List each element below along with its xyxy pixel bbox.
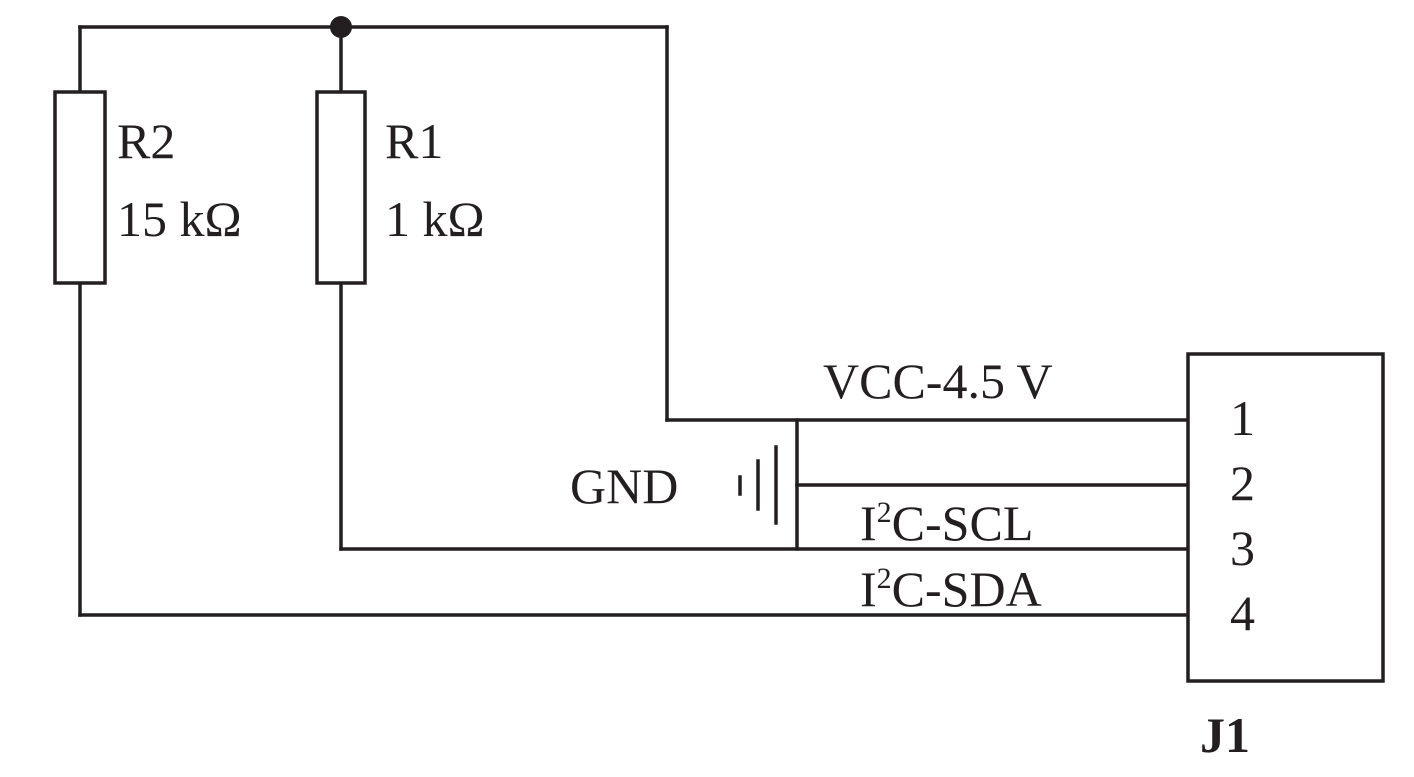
pin-1-label: 1: [1230, 390, 1255, 446]
resistor-r2-body: [53, 90, 107, 285]
sda-net-label: I2C-SDA: [860, 561, 1042, 617]
resistor-r1-body: [315, 90, 367, 285]
pin-2-label: 2: [1230, 455, 1255, 511]
r2-value-label: 15 kΩ: [117, 191, 242, 247]
pin-3-label: 3: [1230, 520, 1255, 576]
r1-ref-label: R1: [385, 113, 443, 169]
gnd-net-label: GND: [570, 458, 678, 514]
connector-j1-label: J1: [1200, 707, 1250, 763]
junction-dot: [330, 16, 352, 38]
vcc-net-label: VCC-4.5 V: [823, 353, 1053, 409]
connector-j1-body: [1186, 352, 1385, 683]
r1-value-label: 1 kΩ: [385, 191, 485, 247]
wires: [78, 25, 1190, 617]
pin-4-label: 4: [1230, 585, 1255, 641]
r2-ref-label: R2: [117, 113, 175, 169]
ground-symbol-icon: [738, 445, 778, 525]
scl-net-label: I2C-SCL: [860, 495, 1033, 551]
